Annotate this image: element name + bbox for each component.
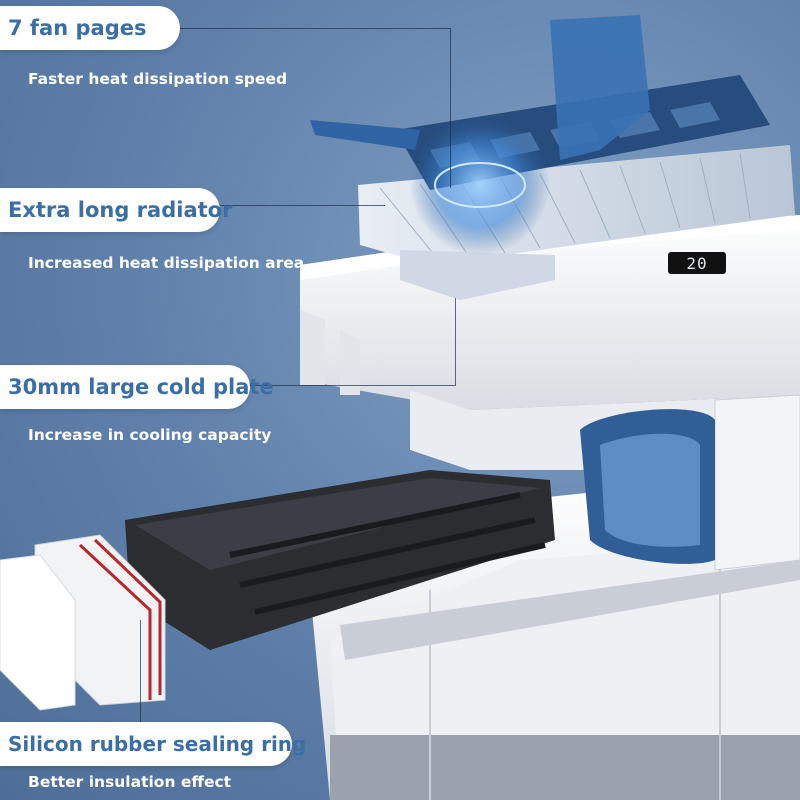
feature-title-fan: 7 fan pages xyxy=(0,6,180,50)
feature-title-sealing-ring: Silicon rubber sealing ring xyxy=(0,722,306,766)
fan-grille xyxy=(310,15,770,255)
leader-line-radiator xyxy=(210,205,385,206)
fan-glow xyxy=(410,115,550,255)
leader-line-cold-plate-rise xyxy=(455,298,456,386)
feature-subtitle-fan: Faster heat dissipation speed xyxy=(28,70,288,88)
temperature-display: 20 xyxy=(668,252,726,274)
drawer-tray xyxy=(125,470,555,650)
sealing-ring xyxy=(0,534,166,711)
leader-line-fan xyxy=(180,28,450,29)
feature-title-radiator: Extra long radiator xyxy=(0,188,232,232)
leader-line-sealing-ring xyxy=(140,620,141,742)
feature-subtitle-sealing-ring: Better insulation effect xyxy=(28,773,232,791)
leader-line-cold-plate xyxy=(245,385,455,386)
leader-line-fan-drop xyxy=(450,28,451,188)
feature-subtitle-radiator: Increased heat dissipation area xyxy=(28,254,305,272)
feature-subtitle-cold-plate: Increase in cooling capacity xyxy=(28,426,272,444)
feature-title-cold-plate: 30mm large cold plate xyxy=(0,365,274,409)
